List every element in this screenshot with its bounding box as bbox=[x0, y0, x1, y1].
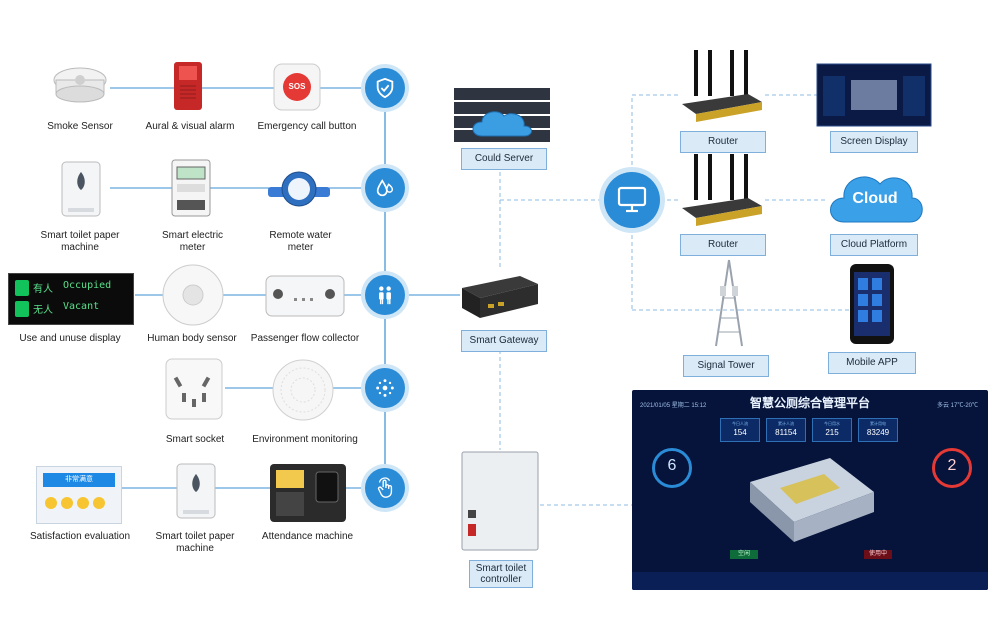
water-meter-image bbox=[268, 171, 330, 207]
hub-dots bbox=[365, 368, 405, 408]
attendance-label: Attendance machine bbox=[261, 531, 354, 542]
dashboard-stat-3: 今日用水 215 bbox=[812, 418, 852, 442]
hub-water bbox=[365, 168, 405, 208]
vacant-en-text: Vacant bbox=[63, 301, 100, 312]
screen-display-tag: Screen Display bbox=[830, 131, 918, 153]
right-count: 2 bbox=[947, 457, 957, 474]
stat-value: 81154 bbox=[775, 428, 797, 437]
mobile-app-image bbox=[850, 264, 894, 344]
aural-alarm-label: Aural & visual alarm bbox=[145, 121, 235, 132]
cloud-server-tag: Could Server bbox=[461, 148, 547, 170]
smart-gateway-tag: Smart Gateway bbox=[461, 330, 547, 352]
env-monitoring-label: Environment monitoring bbox=[252, 434, 358, 445]
left-count-gauge: 6 bbox=[652, 448, 692, 488]
dashboard-stat-2: 累计人流 81154 bbox=[766, 418, 806, 442]
dashboard-stat-1: 今日人流 154 bbox=[720, 418, 760, 442]
body-sensor-image bbox=[162, 264, 224, 326]
toilet-paper-1-label: Smart toilet paper machine bbox=[40, 230, 120, 253]
smoke-sensor-image bbox=[53, 67, 107, 103]
body-sensor-label: Human body sensor bbox=[147, 333, 237, 344]
dashboard-footer bbox=[632, 572, 988, 590]
toilet-paper-machine-image bbox=[61, 161, 101, 217]
toilet-controller-tag: Smart toilet controller bbox=[469, 560, 533, 588]
flow-collector-image bbox=[265, 275, 345, 317]
smart-socket-label: Smart socket bbox=[165, 434, 225, 445]
stat-value: 83249 bbox=[866, 428, 890, 437]
signal-tower-tag: Signal Tower bbox=[683, 355, 769, 377]
status-left: 空闲 bbox=[730, 550, 758, 559]
satisfaction-image: 非常满意 bbox=[36, 466, 122, 524]
alarm-image bbox=[174, 62, 202, 110]
monitor-hub bbox=[604, 172, 660, 228]
occupancy-display-label: Use and unuse display bbox=[19, 333, 121, 344]
occupied-cn-text: 有人 bbox=[33, 284, 53, 295]
occupied-en-text: Occupied bbox=[63, 280, 112, 291]
shield-check-icon bbox=[376, 77, 394, 99]
cloud-platform-image bbox=[830, 176, 923, 223]
stat-label: 今日用水 bbox=[824, 421, 840, 426]
dashboard-stat-4: 累计用电 83249 bbox=[858, 418, 898, 442]
emergency-button-label: Emergency call button bbox=[257, 121, 357, 132]
satisfaction-cn-text: 非常满意 bbox=[43, 473, 115, 487]
attendance-machine-image bbox=[270, 464, 346, 522]
hub-shield bbox=[365, 68, 405, 108]
electric-meter-image bbox=[171, 159, 211, 217]
monitor-icon bbox=[617, 186, 647, 213]
dashboard-title: 智慧公厕综合管理平台 bbox=[749, 396, 870, 410]
water-drop-icon bbox=[376, 179, 394, 197]
water-meter-label: Remote water meter bbox=[269, 230, 332, 253]
status-right: 使用中 bbox=[864, 550, 892, 559]
electric-meter-label: Smart electric meter bbox=[161, 230, 224, 253]
router-2-image bbox=[682, 154, 762, 226]
hub-touch bbox=[365, 468, 405, 508]
dashboard-weather: 多云 17℃-20℃ bbox=[936, 403, 978, 409]
stat-value: 215 bbox=[825, 428, 839, 437]
toilet-paper-machine-2-image bbox=[176, 463, 216, 519]
router-1-tag: Router bbox=[680, 131, 766, 153]
flow-collector-label: Passenger flow collector bbox=[250, 333, 360, 344]
stat-label: 累计用电 bbox=[870, 421, 886, 426]
touch-icon bbox=[377, 477, 393, 498]
stat-label: 今日人流 bbox=[732, 421, 748, 426]
cloud-word-text: Cloud bbox=[852, 190, 898, 207]
smoke-sensor-label: Smoke Sensor bbox=[47, 121, 113, 132]
router-1-image bbox=[682, 50, 762, 122]
cloud-server-image bbox=[454, 88, 550, 142]
stat-label: 累计人流 bbox=[778, 421, 794, 426]
sos-text: SOS bbox=[288, 82, 306, 91]
hub-people bbox=[365, 275, 405, 315]
occupancy-display-image: 有人 Occupied 无人 Vacant bbox=[8, 273, 134, 325]
dashboard-panel: 2021/01/05 星期二 15:12 智慧公厕综合管理平台 多云 17℃-2… bbox=[632, 390, 988, 590]
signal-tower-image bbox=[715, 259, 743, 347]
mobile-app-tag: Mobile APP bbox=[828, 352, 916, 374]
smart-gateway-image bbox=[462, 276, 538, 318]
floor-plan-image bbox=[750, 458, 874, 542]
toilet-controller-image bbox=[461, 451, 539, 551]
dots-icon bbox=[376, 379, 394, 397]
right-count-gauge: 2 bbox=[932, 448, 972, 488]
people-icon bbox=[379, 286, 391, 305]
cloud-platform-tag: Cloud Platform bbox=[830, 234, 918, 256]
satisfaction-label: Satisfaction evaluation bbox=[29, 531, 131, 542]
left-count: 6 bbox=[667, 457, 677, 474]
smart-socket-image bbox=[165, 358, 223, 420]
toilet-paper-2-label: Smart toilet paper machine bbox=[155, 531, 235, 554]
stat-value: 154 bbox=[733, 428, 747, 437]
vacant-cn-text: 无人 bbox=[33, 305, 53, 316]
router-2-tag: Router bbox=[680, 234, 766, 256]
env-monitoring-image bbox=[272, 359, 334, 421]
screen-display-image bbox=[816, 63, 932, 127]
dashboard-date: 2021/01/05 星期二 15:12 bbox=[640, 403, 707, 409]
emergency-button-image bbox=[273, 63, 321, 111]
